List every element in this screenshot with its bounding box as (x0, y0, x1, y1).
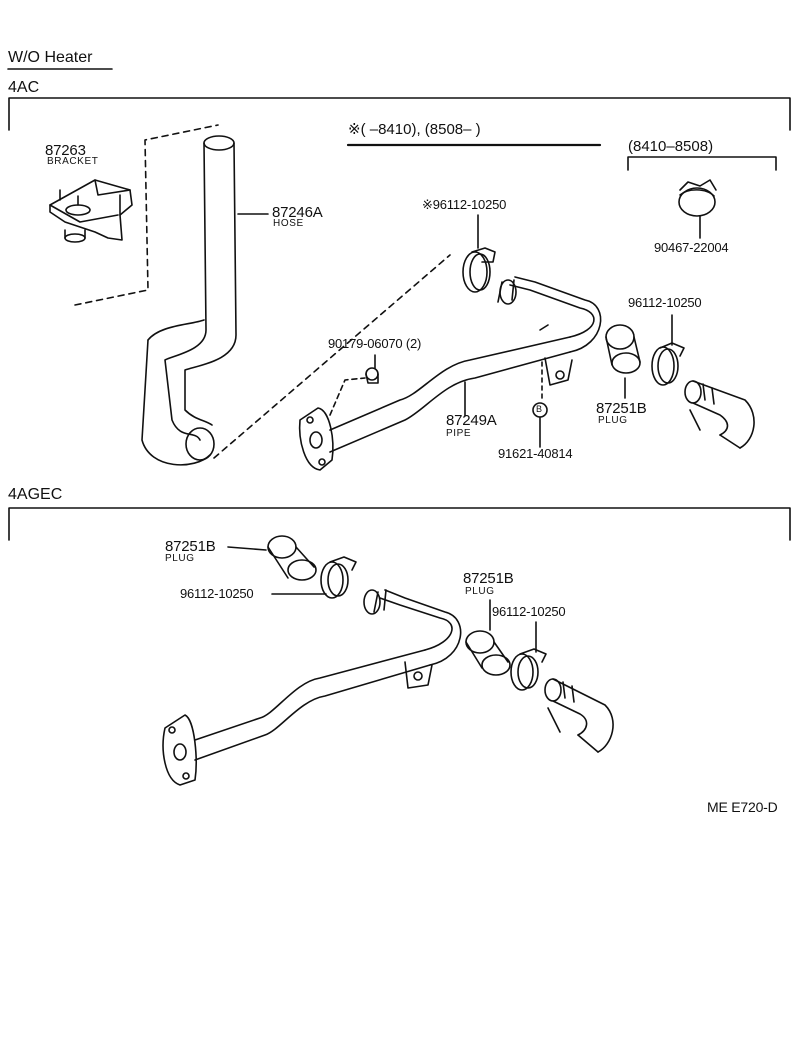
clamp-4agec-left-number: 96112-10250 (180, 586, 254, 601)
plug-4agec-left-name: PLUG (165, 553, 195, 564)
range-alt-bracket (627, 156, 777, 171)
range-note: ※( –8410), (8508– ) (348, 121, 481, 138)
clamp-4ac-right (651, 342, 685, 386)
heading-4ac: 4AC (8, 79, 40, 96)
plug-4agec-right (465, 630, 511, 676)
bracket-part-name: BRACKET (47, 156, 99, 167)
plug-4agec-right-name: PLUG (465, 586, 495, 597)
clamp-4agec-left (320, 556, 357, 599)
clamp-4ac-right-number: 96112-10250 (628, 295, 702, 310)
heading-wo-heater: W/O Heater (8, 49, 93, 66)
pipe-part-number: 87249A (446, 412, 497, 429)
hose-dashed-link (213, 254, 451, 459)
plug-4ac (605, 324, 641, 374)
pipe-4ac (298, 276, 602, 471)
plug-4agec-left (267, 535, 317, 581)
figure-code: ME E720-D (707, 799, 778, 815)
b-marker-label: B (536, 404, 543, 414)
bolt-dashed-link (329, 377, 366, 416)
hose-part-number: 87246A (272, 204, 323, 221)
pipe-part-name: PIPE (446, 428, 472, 439)
plug-4ac-name: PLUG (598, 415, 628, 426)
clamp-marked-part (462, 247, 496, 293)
plug-4agec-left-number: 87251B (165, 538, 216, 555)
section-4agec-bracket (8, 507, 791, 541)
plug-4agec-right-number: 87251B (463, 570, 514, 587)
clamp-alt-part (678, 179, 717, 217)
pipe-4agec (162, 589, 462, 786)
bracket-dashed-link (74, 124, 219, 306)
plug-4agec-left-leader (227, 546, 267, 551)
hose-part (141, 135, 237, 466)
range-alt: (8410–8508) (628, 138, 714, 155)
clamp-4agec-right-number: 96112-10250 (492, 604, 566, 619)
plug-4ac-number: 87251B (596, 400, 647, 417)
section-4ac-bracket (8, 97, 791, 131)
hose-part-name: HOSE (273, 218, 304, 229)
bolt-number: 90179-06070 (2) (328, 336, 422, 351)
bracket-part (49, 179, 133, 243)
clamp-4agec-right (510, 648, 547, 691)
bolt-part (365, 367, 379, 384)
bolt-b-number: 91621-40814 (498, 446, 573, 461)
bracket-part-number: 87263 (45, 142, 86, 159)
clamp-alt-number: 90467-22004 (654, 240, 729, 255)
clamp-marked-number: ※96112-10250 (422, 197, 507, 212)
hose-end-4agec (544, 678, 614, 753)
hose-end-4ac (684, 380, 755, 449)
heading-4agec: 4AGEC (8, 486, 63, 503)
